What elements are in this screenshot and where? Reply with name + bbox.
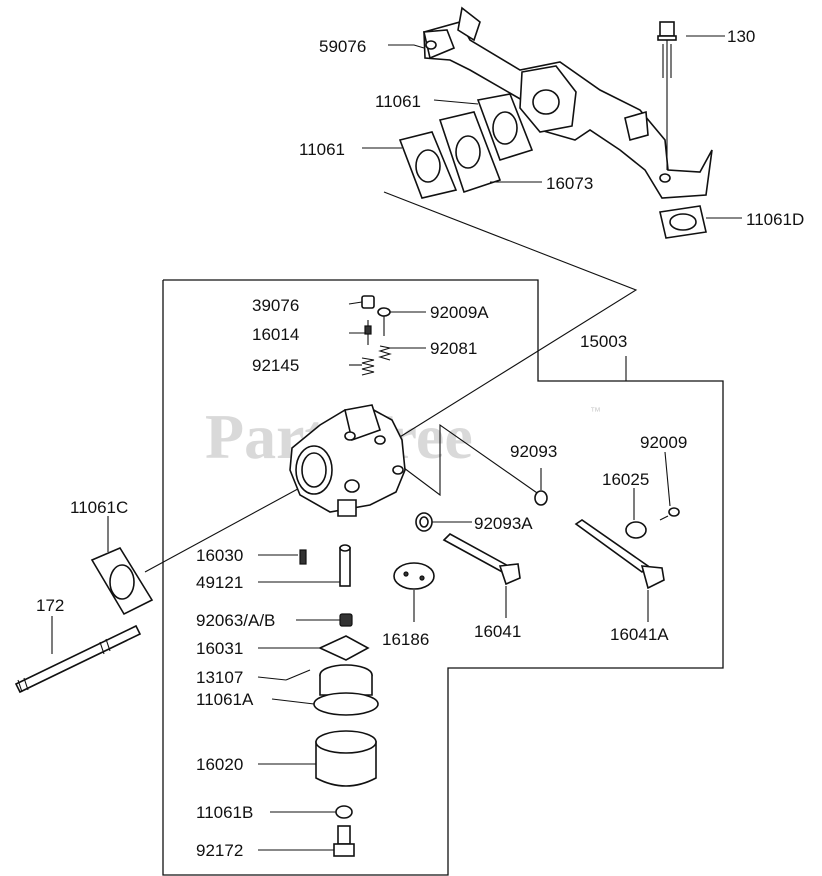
assembly-frame xyxy=(162,279,724,876)
carburetor-body[interactable] xyxy=(289,404,406,517)
washer-11061B[interactable] xyxy=(335,805,353,819)
gasket-11061A[interactable] xyxy=(313,692,379,716)
label-16041A[interactable]: 16041A xyxy=(610,625,669,644)
spring-92081[interactable] xyxy=(378,345,392,361)
manifold[interactable] xyxy=(423,6,713,199)
label-11061B[interactable]: 11061B xyxy=(196,803,253,822)
label-16020[interactable]: 16020 xyxy=(196,755,243,774)
spring-92145[interactable] xyxy=(361,357,375,376)
plug-39076[interactable] xyxy=(361,295,375,309)
shaft-49121[interactable] xyxy=(339,544,351,587)
bowl-16020[interactable] xyxy=(315,730,377,787)
label-16073[interactable]: 16073 xyxy=(546,174,593,193)
label-49121[interactable]: 49121 xyxy=(196,573,243,592)
leader-lines xyxy=(51,35,742,851)
gasket-11061D[interactable] xyxy=(659,205,707,239)
label-92009[interactable]: 92009 xyxy=(640,433,687,452)
label-11061-top[interactable]: 11061 xyxy=(375,92,421,111)
label-92063[interactable]: 92063/A/B xyxy=(196,611,275,630)
label-92093A[interactable]: 92093A xyxy=(474,514,533,533)
label-16025[interactable]: 16025 xyxy=(602,470,649,489)
label-16186[interactable]: 16186 xyxy=(382,630,429,649)
label-39076[interactable]: 39076 xyxy=(252,296,299,315)
label-92145[interactable]: 92145 xyxy=(252,356,299,375)
label-92172[interactable]: 92172 xyxy=(196,841,243,860)
label-16030[interactable]: 16030 xyxy=(196,546,243,565)
label-16014[interactable]: 16014 xyxy=(252,325,299,344)
screw-92009[interactable] xyxy=(659,507,680,521)
label-16041[interactable]: 16041 xyxy=(474,622,521,641)
needle-16014[interactable] xyxy=(364,320,372,345)
label-13107[interactable]: 13107 xyxy=(196,668,243,687)
spacer-16073[interactable] xyxy=(438,111,502,194)
seal-92093[interactable] xyxy=(534,490,548,506)
gasket-11061-top[interactable] xyxy=(476,93,534,161)
screw-92009A[interactable] xyxy=(377,307,391,336)
label-16031[interactable]: 16031 xyxy=(196,639,243,658)
pin-16030[interactable] xyxy=(299,549,307,565)
label-92093[interactable]: 92093 xyxy=(510,442,557,461)
label-11061C[interactable]: 11061C xyxy=(70,498,128,517)
label-92009A[interactable]: 92009A xyxy=(430,303,489,322)
jet-92063[interactable] xyxy=(339,613,353,627)
plate-16186[interactable] xyxy=(393,562,435,590)
gasket-alignment-line xyxy=(144,477,319,573)
stud-172[interactable] xyxy=(14,624,142,694)
label-11061D[interactable]: 11061D xyxy=(746,210,804,229)
label-11061-mid[interactable]: 11061 xyxy=(299,140,345,159)
label-130[interactable]: 130 xyxy=(727,27,755,46)
label-92081[interactable]: 92081 xyxy=(430,339,477,358)
intake-alignment-line xyxy=(383,191,638,441)
seal-92093A[interactable] xyxy=(415,512,433,532)
shaft-16041A[interactable] xyxy=(574,519,665,590)
shaft-16041[interactable] xyxy=(442,533,521,586)
label-15003[interactable]: 15003 xyxy=(580,332,627,351)
bolt-130[interactable] xyxy=(657,21,677,170)
gasket-11061-mid[interactable] xyxy=(398,131,458,199)
watermark-trademark: ™ xyxy=(590,406,601,418)
plate-16025[interactable] xyxy=(625,521,647,539)
float-16031[interactable] xyxy=(318,635,373,696)
shaft-alignment-line xyxy=(399,423,541,497)
pin-13107[interactable] xyxy=(285,669,311,681)
part-labels: 59076 130 11061 11061 16073 11061D 15003… xyxy=(36,27,804,860)
label-11061A[interactable]: 11061A xyxy=(196,690,254,709)
label-172[interactable]: 172 xyxy=(36,596,64,615)
gasket-11061C[interactable] xyxy=(90,546,154,616)
label-59076[interactable]: 59076 xyxy=(319,37,366,56)
bolt-92172[interactable] xyxy=(333,825,355,857)
